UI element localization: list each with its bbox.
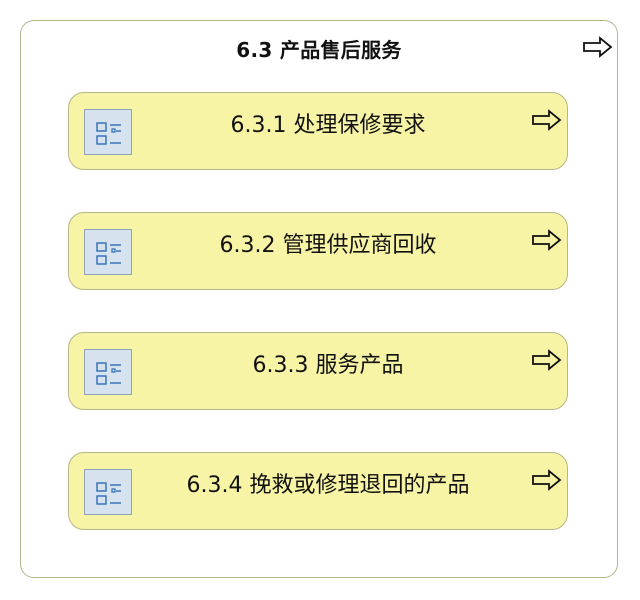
- process-list-icon: [84, 349, 132, 395]
- subprocess-title: 6.3.1 处理保修要求: [230, 113, 426, 138]
- subprocess-box[interactable]: 6.3.1 处理保修要求: [68, 92, 568, 170]
- subprocess-title: 6.3.2 管理供应商回收: [219, 233, 437, 258]
- drill-down-arrow-icon[interactable]: [531, 109, 563, 131]
- process-list-icon: [84, 229, 132, 275]
- process-list-icon: [84, 109, 132, 155]
- subprocess-title: 6.3.3 服务产品: [252, 353, 404, 378]
- drill-down-arrow-icon[interactable]: [531, 469, 563, 491]
- drill-down-arrow-icon[interactable]: [531, 349, 563, 371]
- subprocess-box[interactable]: 6.3.4 挽救或修理退回的产品: [68, 452, 568, 530]
- subprocess-title: 6.3.4 挽救或修理退回的产品: [186, 473, 470, 498]
- drill-down-arrow-icon[interactable]: [531, 229, 563, 251]
- drill-down-arrow-icon[interactable]: [582, 36, 614, 58]
- subprocess-box[interactable]: 6.3.3 服务产品: [68, 332, 568, 410]
- process-title: 6.3 产品售后服务: [236, 38, 402, 62]
- subprocess-box[interactable]: 6.3.2 管理供应商回收: [68, 212, 568, 290]
- process-list-icon: [84, 469, 132, 515]
